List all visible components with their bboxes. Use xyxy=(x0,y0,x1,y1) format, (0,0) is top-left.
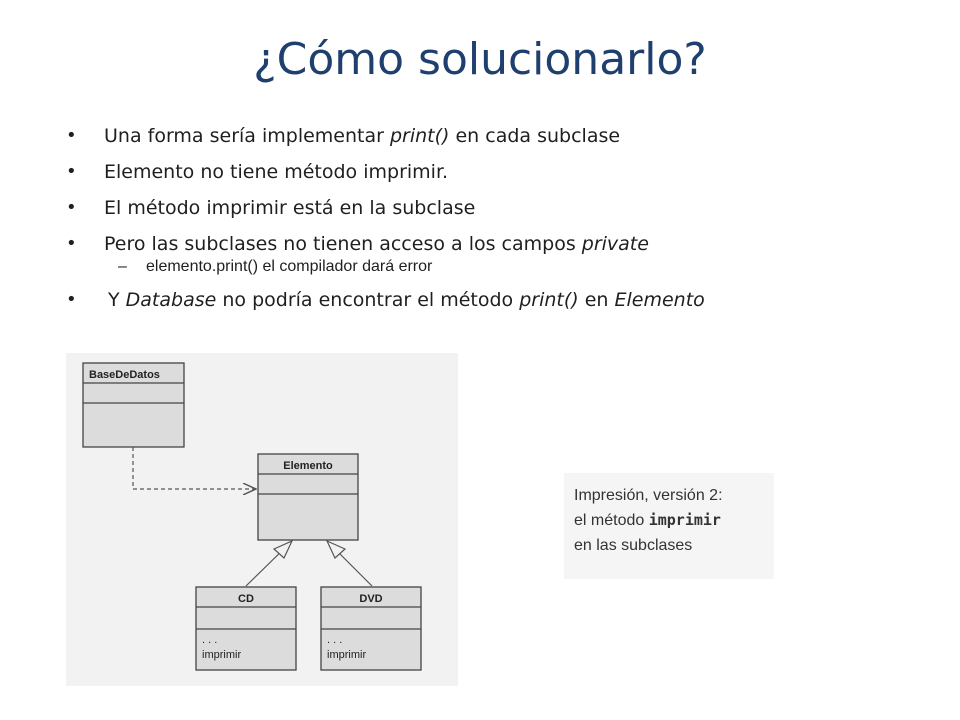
bullet-emphasis: Database xyxy=(125,289,217,311)
class-name: CD xyxy=(238,593,254,605)
bullet-text: en xyxy=(578,289,615,311)
inheritance-arrowhead-cd xyxy=(272,539,294,559)
bullet-item: Pero las subclases no tienen acceso a lo… xyxy=(66,226,926,262)
bullet-list: Una forma sería implementar print() en c… xyxy=(66,118,926,318)
method-name: imprimir xyxy=(202,649,241,661)
class-box-cd: CD . . . imprimir xyxy=(195,586,297,671)
bullet-text: Una forma sería implementar xyxy=(104,125,390,147)
class-box-elemento: Elemento xyxy=(257,453,359,541)
caption-line: en las subclases xyxy=(574,537,693,554)
uml-diagram-svg: BaseDeDatos Elemento CD . . . imprimir xyxy=(82,362,422,671)
caption-text: el método xyxy=(574,512,649,529)
bullet-emphasis: private xyxy=(581,233,649,255)
bullet-text: Elemento no tiene método imprimir. xyxy=(104,161,449,183)
bullet-item: Una forma sería implementar print() en c… xyxy=(66,118,926,154)
bullet-emphasis: Elemento xyxy=(614,289,705,311)
class-name: Elemento xyxy=(283,460,333,472)
inheritance-arrowhead-dvd xyxy=(325,539,347,559)
method-name: imprimir xyxy=(327,649,366,661)
caption-line: el método imprimir xyxy=(574,508,774,533)
bullet-text: en cada subclase xyxy=(449,125,621,147)
bullet-item: Y Database no podría encontrar el método… xyxy=(66,282,926,318)
class-box-basededatos: BaseDeDatos xyxy=(82,362,185,448)
ellipsis-text: . . . xyxy=(202,634,217,646)
uml-class-diagram: BaseDeDatos Elemento CD . . . imprimir xyxy=(66,353,458,686)
class-box-dvd: DVD . . . imprimir xyxy=(320,586,422,671)
caption-line: Impresión, versión 2: xyxy=(574,487,723,504)
caption-code: imprimir xyxy=(648,511,721,529)
sub-bullet-item: elemento.print() el compilador dará erro… xyxy=(66,256,926,278)
bullet-code: print() xyxy=(389,125,450,147)
class-name: DVD xyxy=(359,593,382,605)
sub-bullet-text: elemento.print() el compilador dará erro… xyxy=(146,258,433,275)
bullet-item: El método imprimir está en la subclase xyxy=(66,190,926,226)
dependency-arrow xyxy=(132,447,256,489)
bullet-text: El método imprimir está en la subclase xyxy=(104,197,476,219)
bullet-item: Elemento no tiene método imprimir. xyxy=(66,154,926,190)
bullet-text: no podría encontrar el método xyxy=(216,289,520,311)
class-name: BaseDeDatos xyxy=(89,369,160,381)
slide-title: ¿Cómo solucionarlo? xyxy=(253,34,707,85)
bullet-emphasis: print() xyxy=(519,289,579,311)
ellipsis-text: . . . xyxy=(327,634,342,646)
bullet-text: Y xyxy=(108,289,126,311)
figure-caption: Impresión, versión 2: el método imprimir… xyxy=(564,473,774,579)
bullet-text: Pero las subclases no tienen acceso a lo… xyxy=(104,233,582,255)
